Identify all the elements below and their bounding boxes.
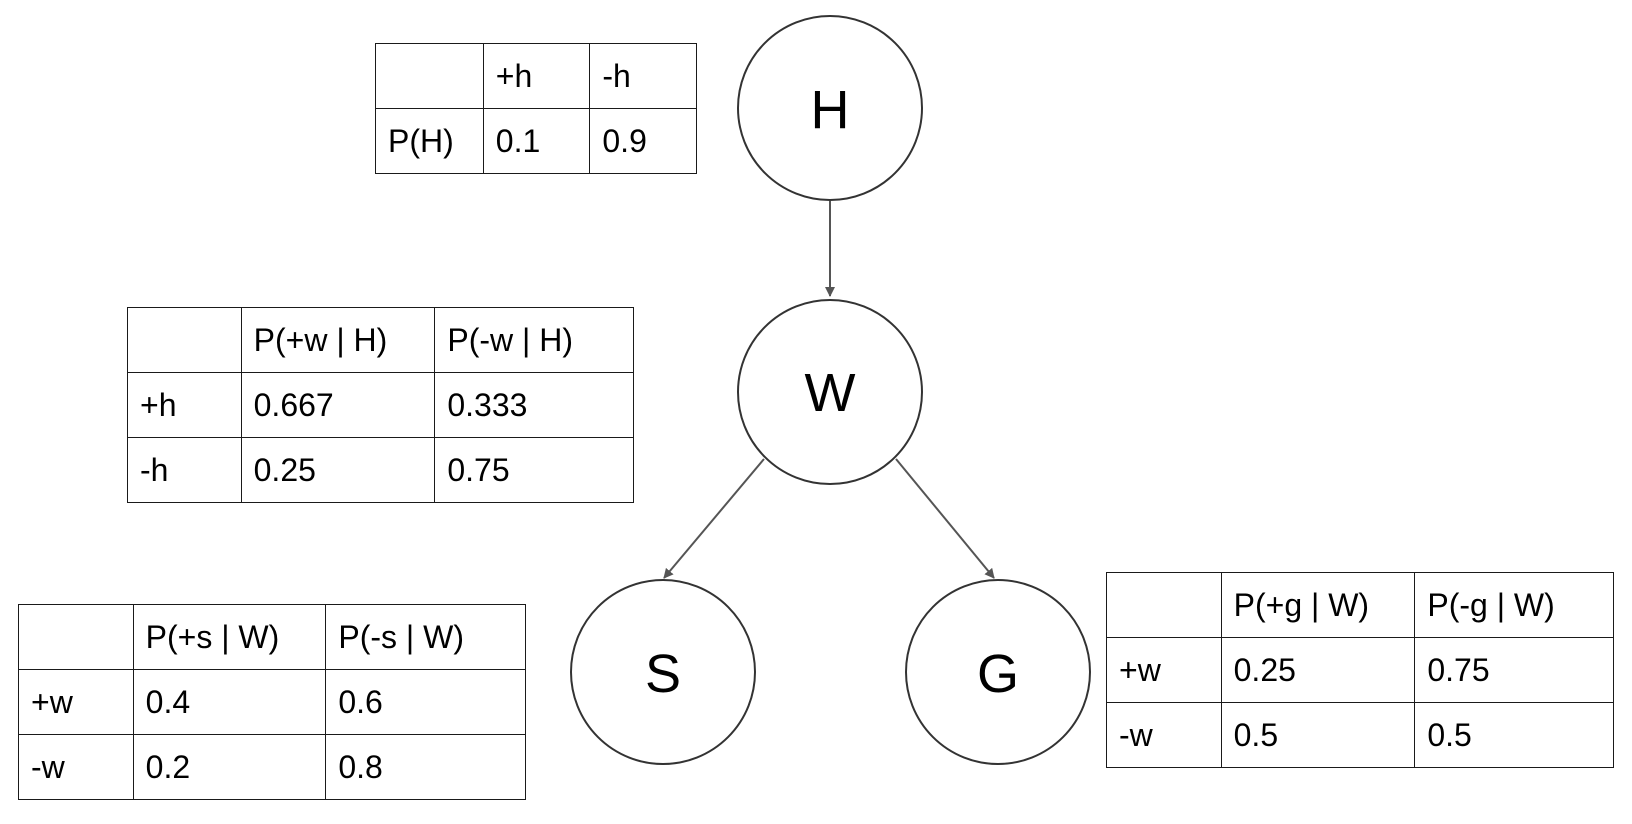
node-g: G [905,579,1091,765]
table-header-cell: P(+g | W) [1220,572,1416,638]
table-header-cell: P(-g | W) [1414,572,1614,638]
table-corner-cell [375,43,484,109]
table-cell: 0.25 [1220,637,1416,703]
table-cell: 0.4 [132,669,327,735]
table-corner-cell [18,604,134,670]
node-g-label: G [977,644,1019,704]
cpt-s-given-w: P(+s | W) P(-s | W) +w 0.4 0.6 -w 0.2 0.… [18,604,526,800]
table-corner-cell [127,307,242,373]
table-row-label: -w [1106,702,1222,768]
table-cell: 0.25 [240,437,436,503]
table-header-cell: +h [482,43,591,109]
table-header-row: P(+s | W) P(-s | W) [18,604,526,670]
table-header-cell: -h [589,43,697,109]
table-row: +w 0.25 0.75 [1106,637,1614,703]
node-h-label: H [811,80,850,140]
table-header-cell: P(-w | H) [434,307,634,373]
table-row: +w 0.4 0.6 [18,669,526,735]
table-row-label: -w [18,734,134,800]
table-cell: 0.8 [325,734,526,800]
table-cell: 0.5 [1220,702,1416,768]
table-header-row: P(+g | W) P(-g | W) [1106,572,1614,638]
table-row-label: +h [127,372,242,438]
table-cell: 0.333 [434,372,634,438]
table-cell: 0.667 [240,372,436,438]
table-cell: 0.1 [482,108,591,174]
table-cell: 0.2 [132,734,327,800]
edge-w-to-g [895,458,995,579]
node-w-label: W [805,363,856,423]
table-row-label: +w [18,669,134,735]
table-corner-cell [1106,572,1222,638]
table-row: -w 0.2 0.8 [18,734,526,800]
node-w: W [737,299,923,485]
node-s-label: S [645,644,681,704]
table-row-label: +w [1106,637,1222,703]
table-cell: 0.75 [1414,637,1614,703]
table-row-label: -h [127,437,242,503]
cpt-h: +h -h P(H) 0.1 0.9 [375,43,697,174]
table-row: -w 0.5 0.5 [1106,702,1614,768]
table-row-label: P(H) [375,108,484,174]
node-h: H [737,15,923,201]
table-header-row: P(+w | H) P(-w | H) [127,307,634,373]
table-row: P(H) 0.1 0.9 [375,108,697,174]
edge-w-to-s [663,458,765,579]
cpt-g-given-w: P(+g | W) P(-g | W) +w 0.25 0.75 -w 0.5 … [1106,572,1614,768]
table-row: -h 0.25 0.75 [127,437,634,503]
table-header-cell: P(-s | W) [325,604,526,670]
table-cell: 0.6 [325,669,526,735]
table-cell: 0.5 [1414,702,1614,768]
table-cell: 0.9 [589,108,697,174]
node-s: S [570,579,756,765]
table-header-row: +h -h [375,43,697,109]
table-header-cell: P(+w | H) [240,307,436,373]
table-cell: 0.75 [434,437,634,503]
cpt-w-given-h: P(+w | H) P(-w | H) +h 0.667 0.333 -h 0.… [127,307,634,503]
table-header-cell: P(+s | W) [132,604,327,670]
table-row: +h 0.667 0.333 [127,372,634,438]
